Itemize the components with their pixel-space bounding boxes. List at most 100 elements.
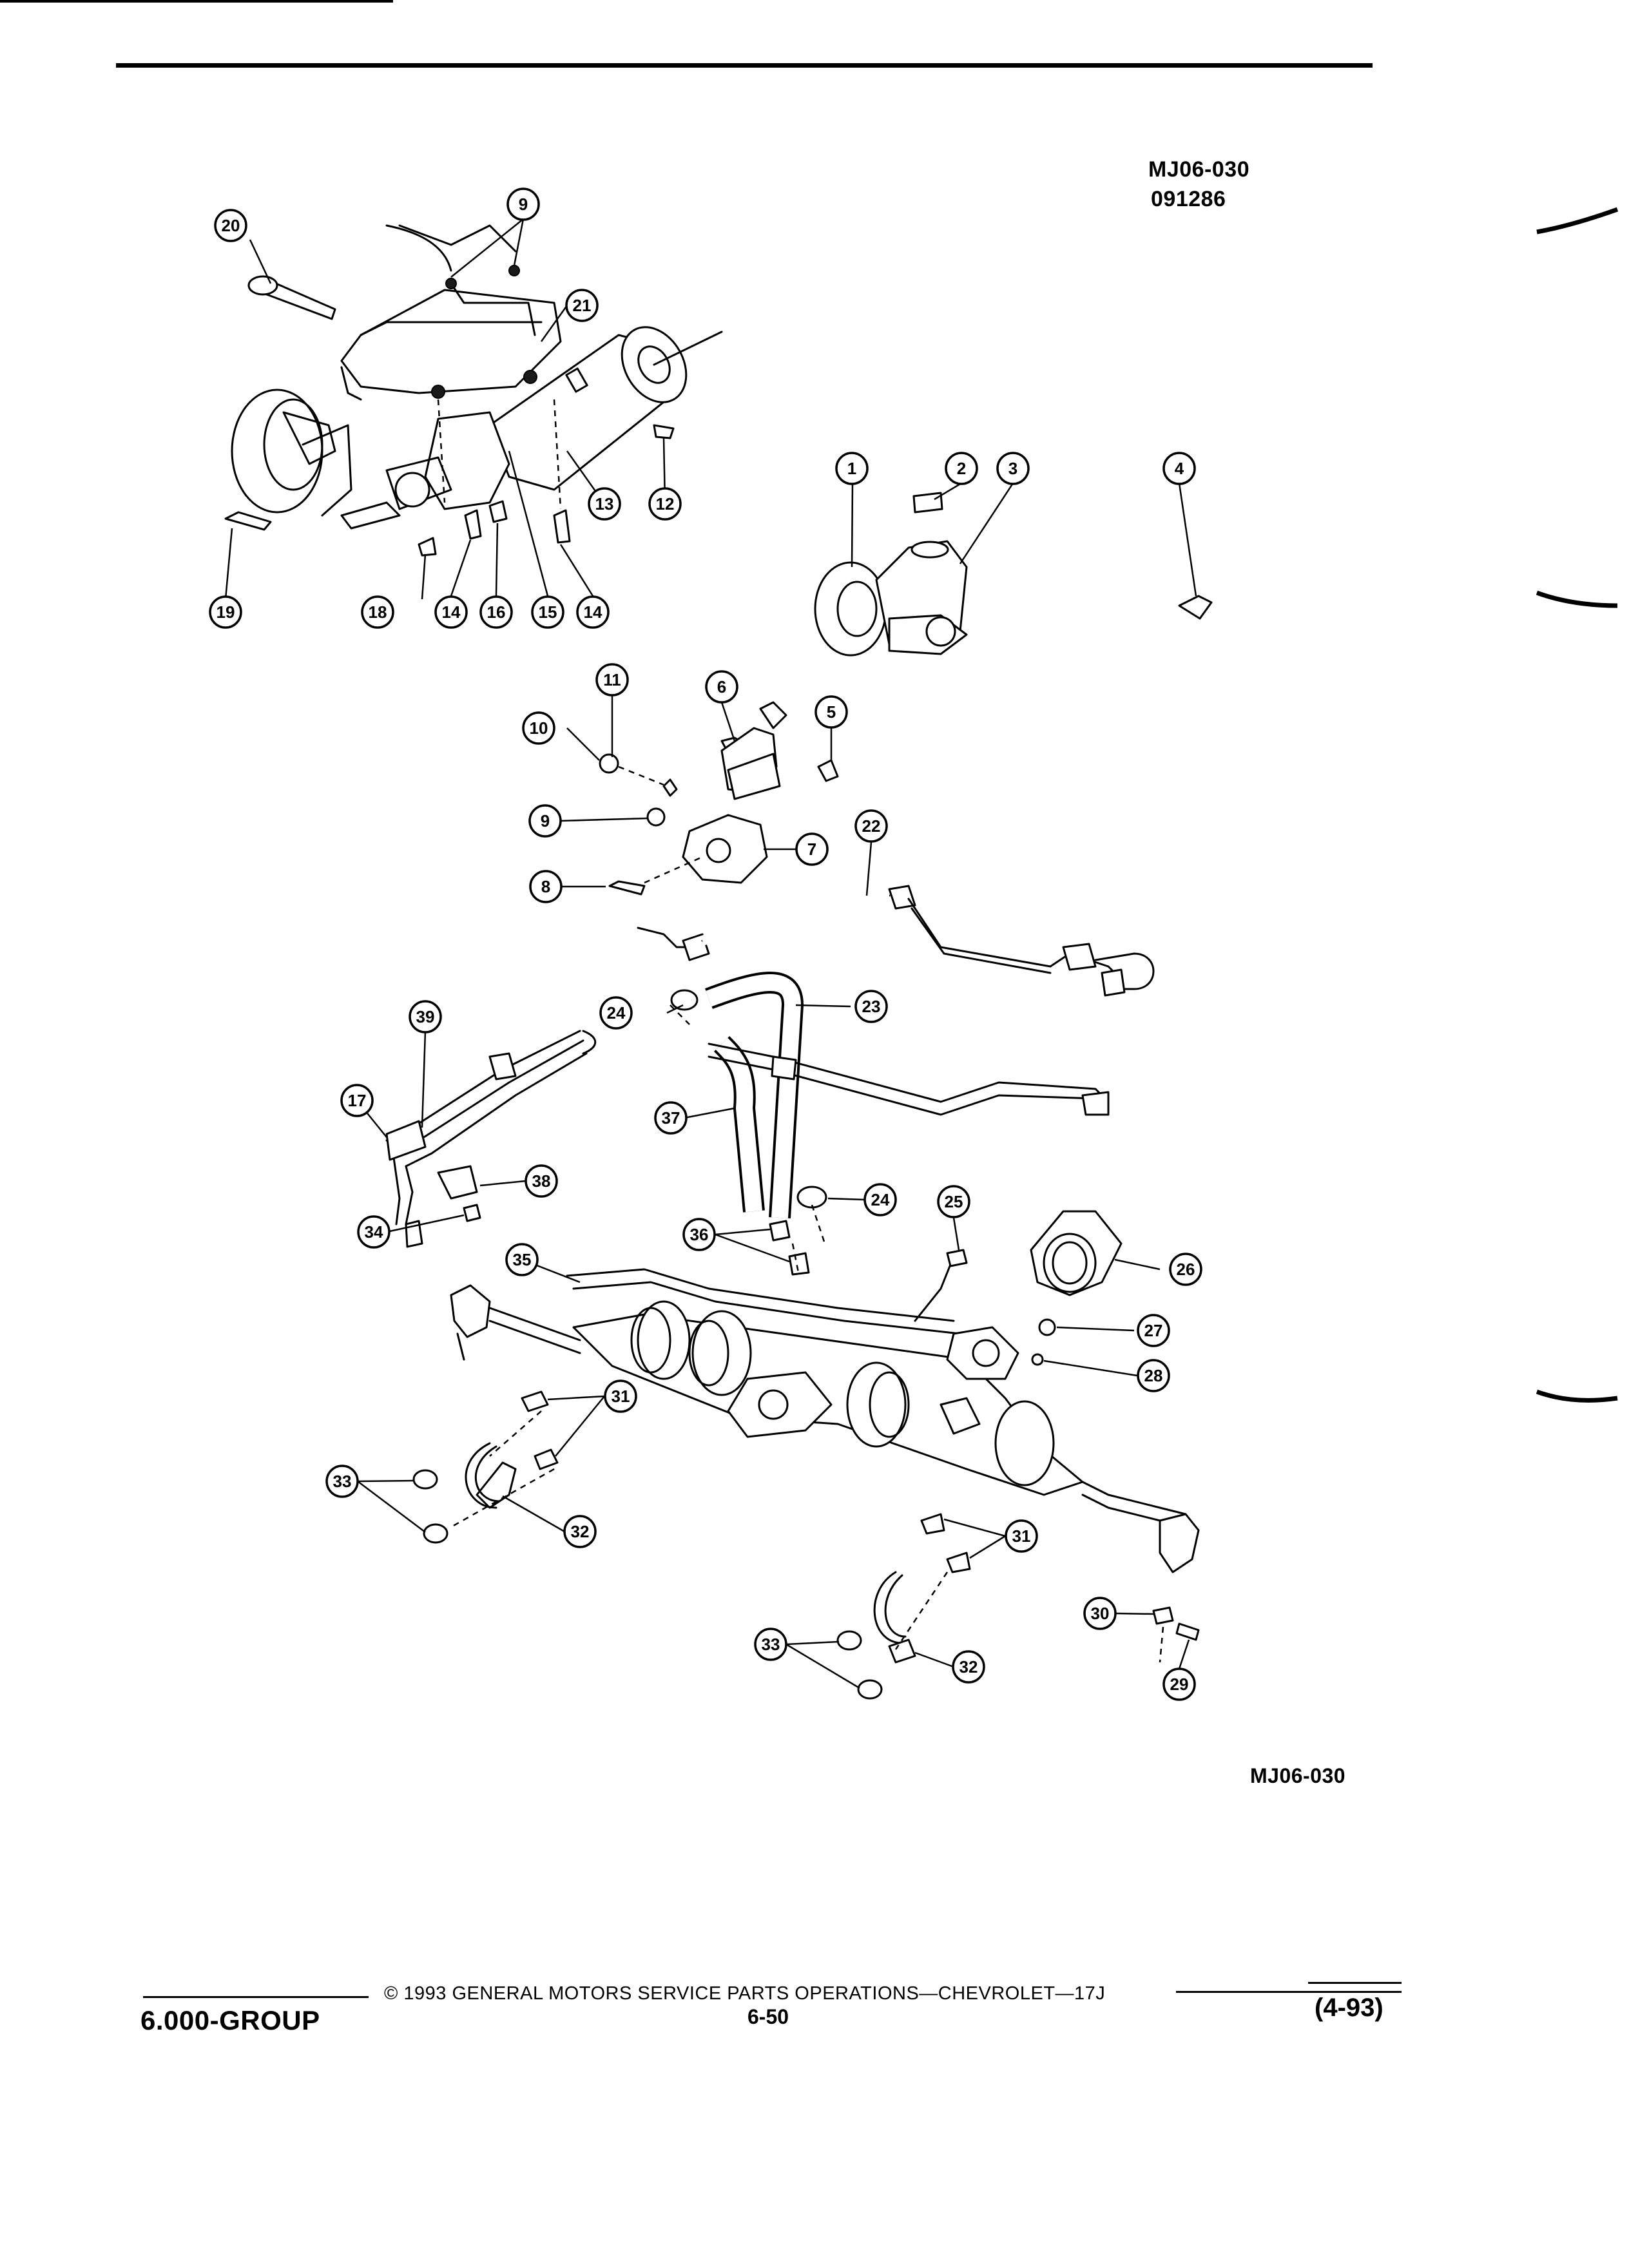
figure-date: 091286: [1151, 187, 1226, 211]
callout-circle: [835, 452, 869, 485]
callout-circle: [815, 695, 848, 729]
callout-circle: [525, 1164, 558, 1198]
callout-number: 19: [217, 602, 235, 622]
callout-17: 17: [340, 1084, 374, 1117]
callout-9: 9: [528, 804, 562, 838]
callout-circle: [648, 487, 682, 521]
callout-circle: [479, 595, 513, 629]
footer-page-number: 6-50: [747, 2005, 789, 2028]
callout-circle: [563, 1515, 597, 1548]
callout-29: 29: [1162, 1667, 1196, 1701]
scan-edge-line: [0, 0, 393, 3]
callout-circle: [996, 452, 1030, 485]
callout-circle: [214, 209, 247, 242]
callout-number: 37: [662, 1108, 680, 1128]
binder-marks: [1536, 207, 1619, 1403]
callout-number: 32: [571, 1522, 590, 1541]
callout-number: 21: [573, 296, 592, 315]
callout-circle: [576, 595, 610, 629]
callout-number: 1: [847, 459, 856, 478]
callout-number: 15: [539, 602, 557, 622]
callout-31: 31: [604, 1379, 637, 1413]
callout-14: 14: [576, 595, 610, 629]
callout-circle: [1162, 1667, 1196, 1701]
callout-circle: [529, 870, 563, 903]
callout-25: 25: [937, 1185, 970, 1218]
callout-16: 16: [479, 595, 513, 629]
callout-circle: [588, 487, 621, 521]
callout-number: 14: [442, 602, 461, 622]
callout-33: 33: [754, 1628, 787, 1661]
callout-7: 7: [795, 832, 829, 866]
callout-10: 10: [522, 711, 555, 745]
callout-4: 4: [1162, 452, 1196, 485]
callout-19: 19: [209, 595, 242, 629]
callout-34: 34: [357, 1215, 390, 1249]
cooler-pipe-group: [356, 1030, 597, 1248]
callout-circle: [522, 711, 555, 745]
callout-circle: [863, 1183, 897, 1216]
callout-circle: [795, 832, 829, 866]
callout-13: 13: [588, 487, 621, 521]
callout-28: 28: [1137, 1359, 1170, 1392]
callout-18: 18: [361, 595, 394, 629]
callout-circle: [434, 595, 468, 629]
callout-number: 25: [945, 1192, 963, 1211]
callout-11: 11: [595, 663, 629, 697]
callout-3: 3: [996, 452, 1030, 485]
rack-and-pinion-gear: [450, 1210, 1200, 1573]
callout-1: 1: [835, 452, 869, 485]
callout-8: 8: [529, 870, 563, 903]
callout-number: 35: [513, 1250, 532, 1269]
callout-circle: [754, 1628, 787, 1661]
callout-23: 23: [854, 990, 888, 1023]
figure-label: MJ06-030: [1250, 1764, 1346, 1787]
callout-number: 8: [541, 877, 550, 896]
pressure-hose: [637, 841, 1155, 997]
callout-number: 39: [416, 1007, 435, 1026]
callout-circle: [361, 595, 394, 629]
callout-36: 36: [682, 1218, 716, 1251]
callout-number: 10: [530, 718, 548, 738]
callout-number: 24: [607, 1003, 626, 1023]
callout-6: 6: [705, 670, 738, 704]
callout-circle: [705, 670, 738, 704]
mount-clamp-right: [786, 1513, 1200, 1700]
footer-rule-right: [1176, 1991, 1402, 1993]
callout-circle: [1083, 1597, 1117, 1630]
callout-number: 30: [1091, 1604, 1110, 1623]
callout-number: 14: [584, 602, 602, 622]
callout-number: 34: [365, 1222, 383, 1242]
callout-number: 11: [603, 670, 621, 689]
callout-circle: [682, 1218, 716, 1251]
callout-15: 15: [531, 595, 564, 629]
callout-number: 16: [487, 602, 506, 622]
callout-circle: [506, 187, 540, 221]
return-hose-group: [666, 972, 1110, 1244]
footer-rule-right-2: [1308, 1982, 1402, 1984]
footer-revision: (4-93): [1315, 1994, 1383, 2022]
callout-circle: [409, 1000, 442, 1033]
callout-number: 4: [1175, 459, 1184, 478]
callout-number: 17: [348, 1091, 367, 1110]
callout-number: 31: [1012, 1526, 1031, 1546]
callout-circle: [937, 1185, 970, 1218]
callout-32: 32: [563, 1515, 597, 1548]
callout-number: 22: [862, 816, 881, 836]
callout-21: 21: [565, 289, 599, 322]
callout-37: 37: [654, 1101, 688, 1135]
callout-number: 24: [871, 1190, 890, 1209]
callout-31: 31: [1005, 1519, 1038, 1553]
callout-39: 39: [409, 1000, 442, 1033]
callout-circle: [528, 804, 562, 838]
callout-number: 2: [957, 459, 966, 478]
callout-number: 38: [532, 1171, 551, 1191]
callout-circle: [599, 996, 633, 1030]
callout-number: 12: [656, 494, 675, 514]
callout-number: 23: [862, 997, 881, 1016]
callout-2: 2: [945, 452, 978, 485]
callout-12: 12: [648, 487, 682, 521]
callout-circle: [340, 1084, 374, 1117]
callout-number: 33: [333, 1472, 352, 1491]
footer-group: 6.000-GROUP: [140, 2005, 320, 2035]
